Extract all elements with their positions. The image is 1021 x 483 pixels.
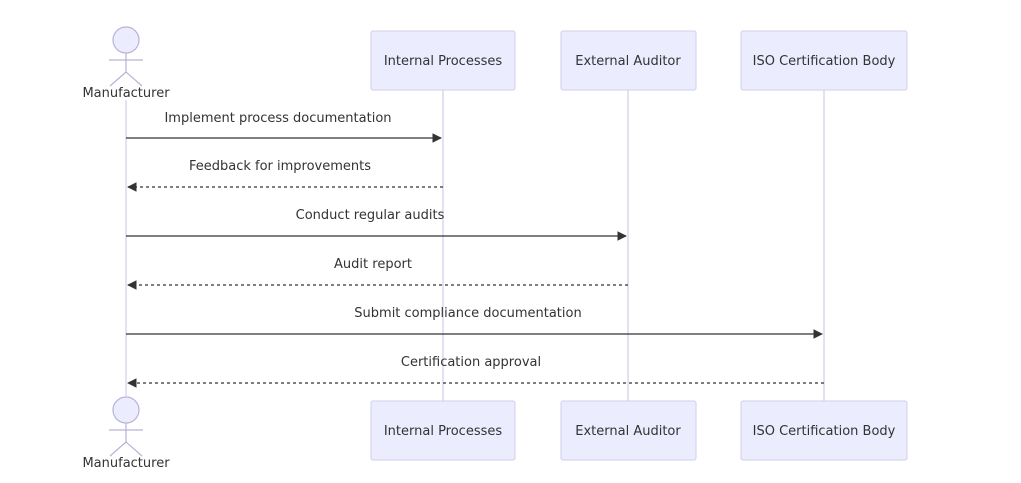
participant-label: ISO Certification Body xyxy=(753,54,896,69)
actor-label-top: Manufacturer xyxy=(82,86,170,101)
message-label: Feedback for improvements xyxy=(189,159,371,174)
participant-internal-processes-top: Internal Processes xyxy=(370,30,516,91)
participant-label: ISO Certification Body xyxy=(753,424,896,439)
actor-manufacturer-bottom: Manufacturer xyxy=(82,396,170,471)
actor-head-icon xyxy=(112,396,140,424)
message-5: Submit compliance documentation xyxy=(126,306,823,339)
message-label: Submit compliance documentation xyxy=(354,306,581,321)
participant-label: External Auditor xyxy=(575,424,681,439)
actor-label-bottom: Manufacturer xyxy=(82,456,170,471)
message-1: Implement process documentation xyxy=(126,111,442,143)
participant-external-auditor-top: External Auditor xyxy=(560,30,697,91)
actor-head-icon xyxy=(112,26,140,54)
message-2: Feedback for improvements xyxy=(127,159,443,192)
participant-label: Internal Processes xyxy=(384,424,503,439)
participant-iso-certification-body-top: ISO Certification Body xyxy=(740,30,908,91)
participant-iso-certification-body-bottom: ISO Certification Body xyxy=(740,400,908,461)
message-label: Implement process documentation xyxy=(164,111,391,126)
participant-label: Internal Processes xyxy=(384,54,503,69)
message-4: Audit report xyxy=(127,257,628,290)
message-label: Certification approval xyxy=(401,355,541,370)
participant-label: External Auditor xyxy=(575,54,681,69)
message-6: Certification approval xyxy=(127,355,824,388)
message-3: Conduct regular audits xyxy=(126,208,627,241)
participant-internal-processes-bottom: Internal Processes xyxy=(370,400,516,461)
message-label: Conduct regular audits xyxy=(296,208,445,223)
participant-external-auditor-bottom: External Auditor xyxy=(560,400,697,461)
message-label: Audit report xyxy=(334,257,412,272)
actor-manufacturer-top: Manufacturer xyxy=(82,26,170,101)
